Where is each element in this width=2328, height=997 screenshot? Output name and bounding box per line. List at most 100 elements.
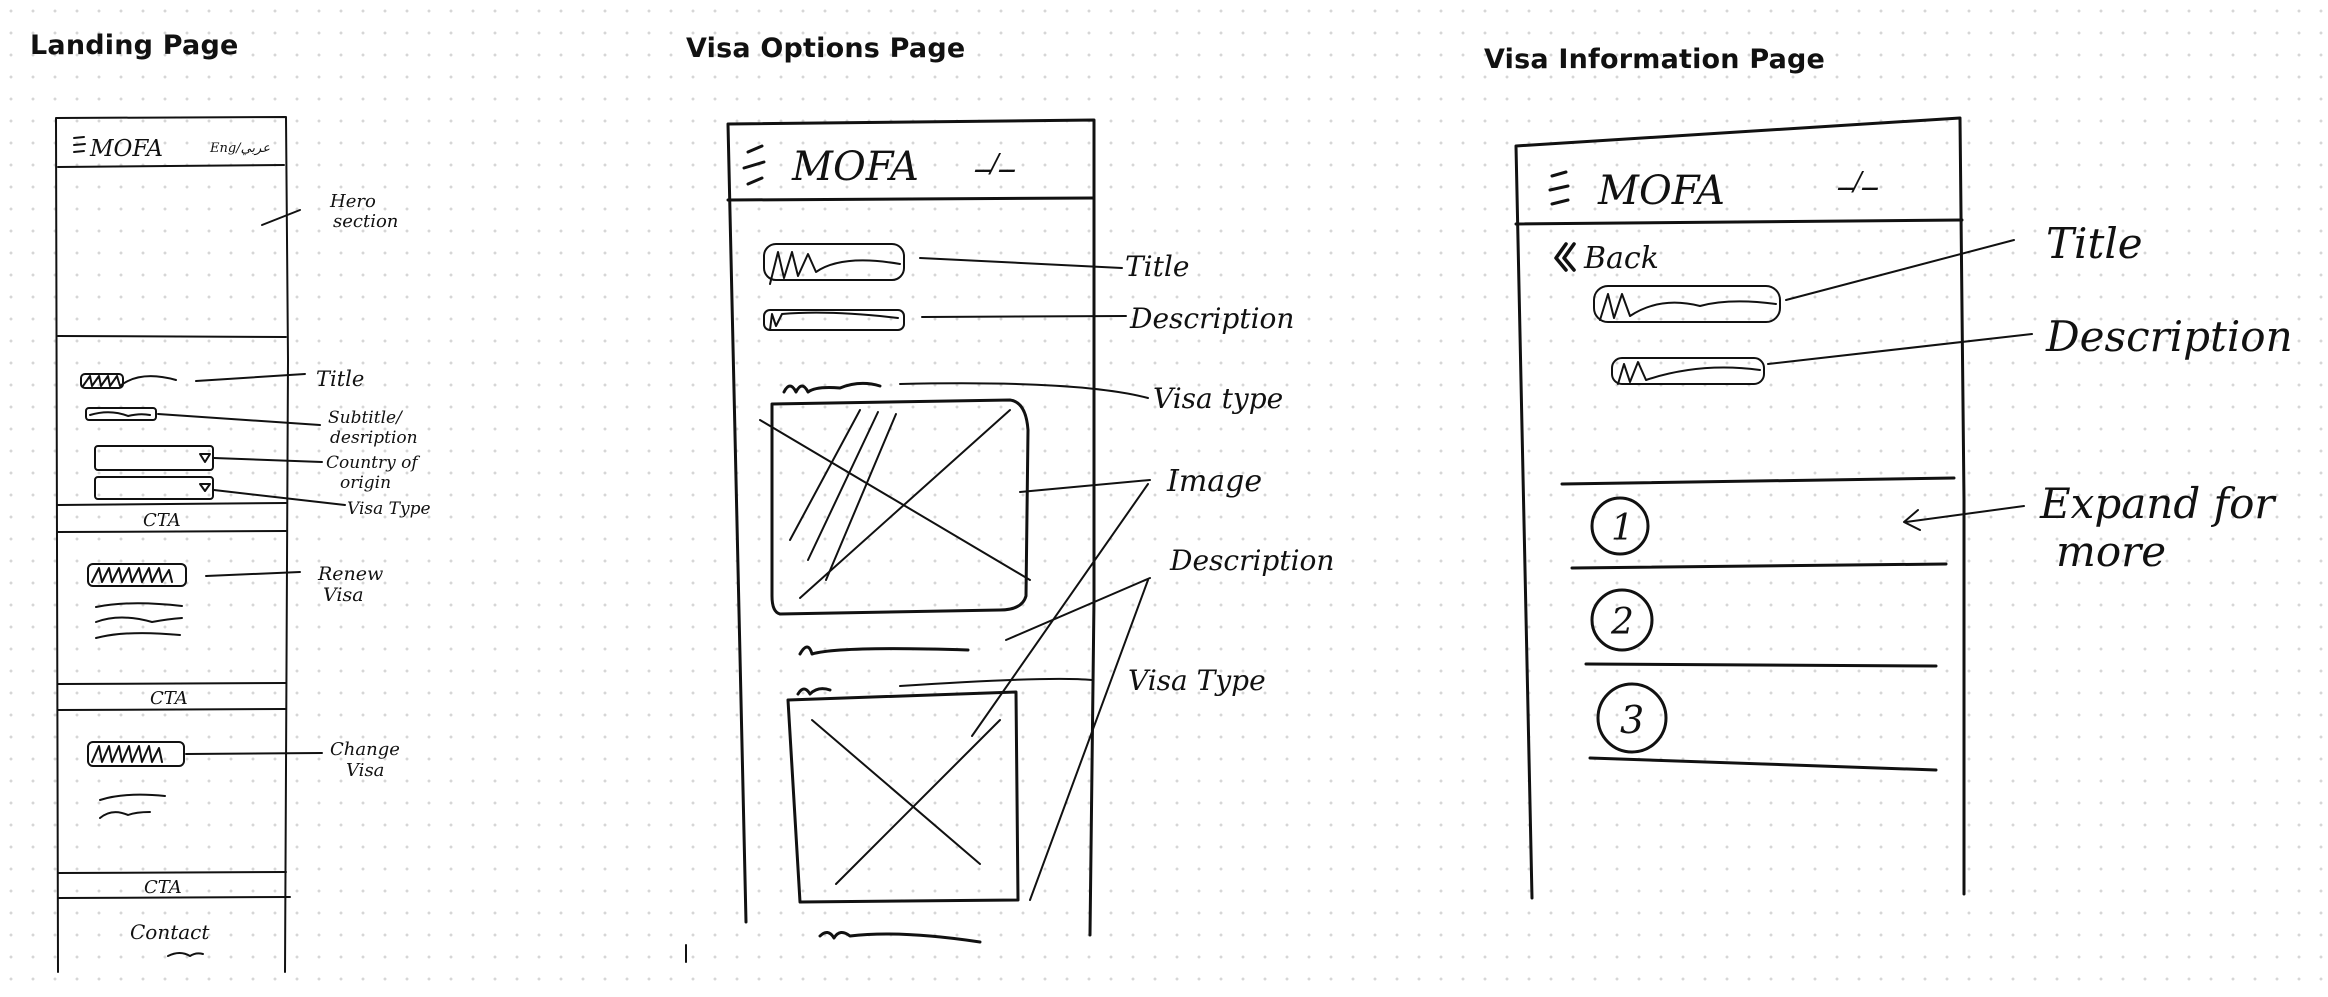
landing-header: MOFA Eng/عربي [57, 136, 285, 168]
accordion-item-2-circle [1590, 588, 1654, 652]
options-description-box [763, 309, 905, 331]
options-description-annotation: Description [1129, 302, 1294, 335]
landing-subtitle-scribble [89, 411, 151, 417]
landing-logo: MOFA [89, 136, 163, 162]
renew-title-box [87, 563, 187, 587]
options-description-scribble [769, 311, 899, 331]
options-title-scribble [769, 251, 901, 285]
accordion-divider-3 [1588, 756, 1938, 772]
options-title-box [763, 243, 905, 281]
info-description-box [1611, 357, 1765, 385]
contact-label: Contact [130, 920, 210, 944]
visa-options-wireframe: MOFA ــ/ــ Title Description Visa type I… [685, 118, 1334, 963]
landing-page-heading: Landing Page [30, 30, 239, 61]
info-title-annotation: Title [2046, 219, 2143, 268]
change-leader-line [185, 752, 323, 755]
cta-band-3-bottom [57, 896, 291, 899]
visa-information-wireframe: MOFA ــ/ــ Back Title Description 1 [1514, 116, 2293, 900]
accordion-divider-top [1560, 476, 1956, 486]
visa-type-dropdown-chevron-icon [199, 483, 211, 492]
info-header: MOFA ــ/ــ [1514, 167, 1964, 226]
landing-subtitle-box [85, 407, 157, 421]
description-2-annotation: Description [1169, 544, 1334, 577]
image-placeholder-1 [759, 398, 1031, 616]
info-title-box [1593, 285, 1781, 323]
accordion-divider-1 [1570, 562, 1948, 570]
options-header-divider [726, 196, 1096, 202]
back-link[interactable]: Back [1554, 241, 1659, 276]
landing-title-box [80, 373, 124, 389]
change-annotation-line-1: Change [330, 739, 400, 760]
visa-type-label-1-scribble [782, 381, 882, 394]
change-annotation-line-2: Visa [346, 760, 384, 781]
accordion: 1 2 3 [1560, 476, 1956, 772]
landing-phone-frame [55, 116, 289, 973]
country-dropdown-chevron-icon [199, 453, 211, 463]
accordion-divider-2 [1584, 662, 1938, 668]
accordion-item-2[interactable]: 2 [1590, 588, 1654, 652]
info-header-divider [1514, 218, 1964, 226]
visa-type-label-2-scribble [796, 687, 832, 696]
description-2-leader-line-1 [1005, 577, 1151, 641]
landing-title-scribble [82, 375, 177, 387]
landing-header-divider [57, 164, 285, 168]
visa-type-annotation: Visa Type [347, 499, 431, 519]
hero-section-divider [57, 335, 287, 338]
cta-band-1-bottom [57, 530, 287, 533]
image-placeholder-2 [786, 690, 1020, 904]
contact-scribble [167, 952, 204, 957]
info-phone-frame [1514, 116, 1966, 900]
country-annotation-line-2: origin [340, 473, 391, 493]
hero-leader-line [261, 209, 301, 226]
subtitle-annotation-line-1: Subtitle/ [328, 408, 404, 428]
visa-type-leader-line [213, 489, 346, 506]
cta-button-2[interactable]: CTA [150, 688, 188, 709]
landing-wireframe: MOFA Eng/عربي Hero section Title Subtitl… [55, 116, 431, 973]
visa-options-page-heading: Visa Options Page [686, 33, 966, 64]
info-language-switch[interactable]: ــ/ــ [1837, 167, 1879, 197]
options-bottom-scribble [818, 931, 982, 944]
landing-language-switch[interactable]: Eng/عربي [209, 141, 270, 156]
visa-type-1-annotation: Visa type [1153, 382, 1283, 415]
change-title-scribble [91, 745, 163, 763]
renew-leader-line [205, 571, 301, 577]
accordion-item-3-circle [1596, 682, 1668, 754]
change-line-2 [99, 811, 151, 819]
options-logo: MOFA [791, 144, 919, 190]
title-annotation: Title [316, 367, 364, 391]
options-language-switch[interactable]: ــ/ــ [974, 149, 1016, 179]
accordion-item-1-circle [1590, 496, 1650, 556]
renew-title-scribble [91, 567, 173, 583]
cta-button-3[interactable]: CTA [144, 877, 182, 898]
menu-icon [1548, 170, 1570, 206]
accordion-item-1[interactable]: 1 [1590, 496, 1650, 556]
hero-annotation-line-2: section [333, 211, 398, 232]
image-leader-line-1 [1019, 479, 1151, 493]
back-label: Back [1583, 241, 1659, 276]
image-annotation: Image [1166, 464, 1262, 499]
options-description-leader-line [921, 315, 1127, 318]
info-description-annotation: Description [2045, 312, 2293, 361]
info-description-leader-line [1767, 333, 2033, 365]
info-title-leader-line [1785, 239, 2015, 301]
renew-annotation-line-2: Visa [323, 584, 364, 606]
cta-band-1-top [57, 502, 287, 506]
hero-annotation-line-1: Hero [329, 191, 376, 212]
accordion-item-2-number: 2 [1610, 602, 1634, 643]
cta-button-1[interactable]: CTA [143, 510, 181, 531]
subtitle-annotation-line-2: desription [330, 428, 418, 448]
info-title-scribble [1599, 293, 1777, 321]
accordion-item-3[interactable]: 3 [1596, 682, 1668, 754]
country-dropdown[interactable] [94, 445, 214, 471]
accordion-item-1-number: 1 [1611, 508, 1634, 549]
options-title-annotation: Title [1125, 250, 1189, 283]
renew-line-3 [95, 632, 181, 639]
description-2-leader-line-2 [1029, 579, 1149, 901]
options-header: MOFA ــ/ــ [726, 144, 1096, 202]
country-leader-line [213, 457, 323, 463]
visa-type-2-annotation: Visa Type [1128, 664, 1266, 697]
change-line-1 [99, 793, 166, 801]
visa-type-dropdown[interactable] [94, 476, 214, 500]
options-title-leader-line [919, 257, 1123, 269]
